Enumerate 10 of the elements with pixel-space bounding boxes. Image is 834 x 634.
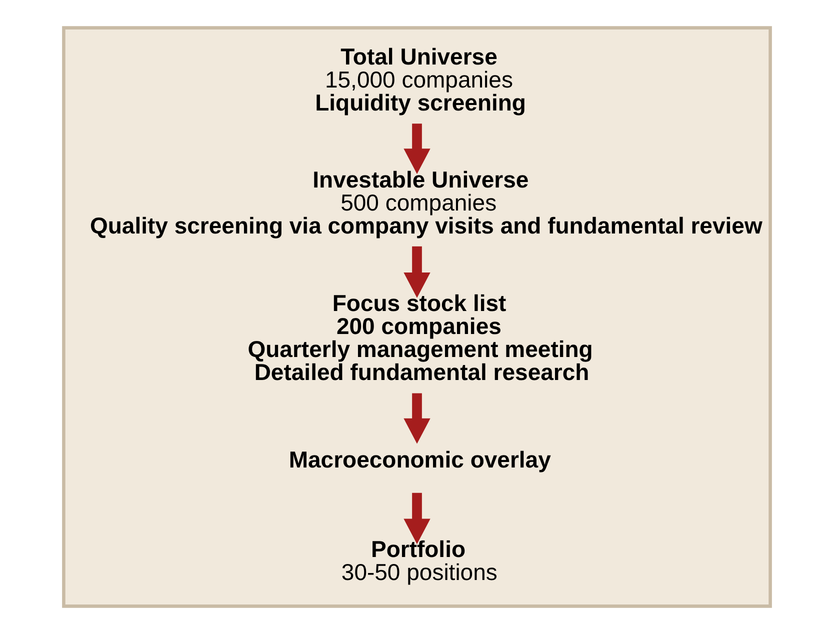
node-text: Portfolio 30-50 positions	[341, 536, 498, 586]
node-text: Total Universe 15,000 companies Liquidity screening	[315, 43, 526, 116]
node-text: Focus stock list 200 companies Quarterly management meeting Detailed fundamental research	[248, 290, 593, 385]
node-text: Macroeconomic overlay	[288, 446, 551, 473]
cluster	[62, 26, 772, 608]
arrow	[404, 393, 430, 444]
arrow	[404, 124, 430, 174]
arrow	[404, 492, 430, 544]
arrow	[404, 246, 430, 298]
node-text: Investable Universe 500 companies Quality screening via company visits and fundamental review	[90, 166, 762, 239]
